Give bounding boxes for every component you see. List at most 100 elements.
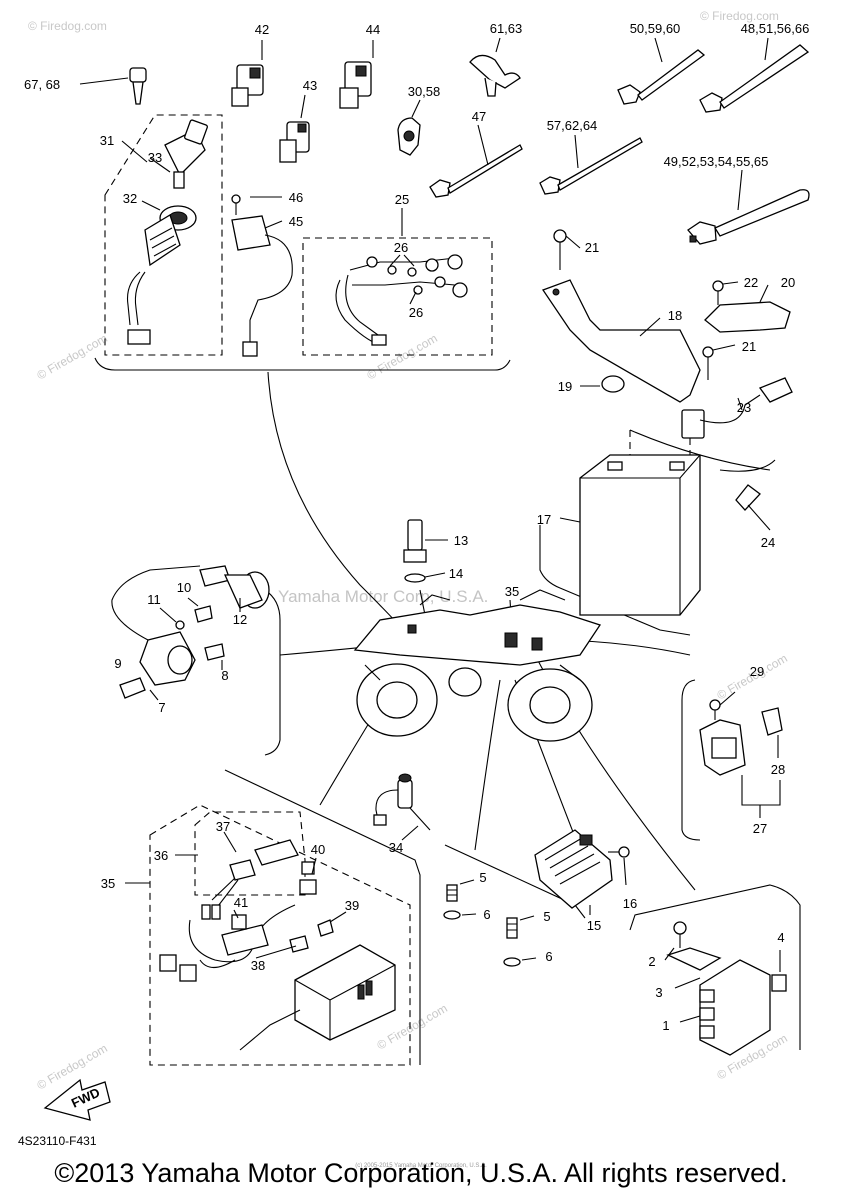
nut-19 <box>580 375 625 393</box>
callout-13: 13 <box>454 533 468 548</box>
wire-harness-25 <box>335 208 468 346</box>
callout-25: 25 <box>395 192 409 207</box>
callout-19: 19 <box>558 379 572 394</box>
callout-67-68: 67, 68 <box>24 77 60 92</box>
battery-17 <box>559 429 771 616</box>
callout-8: 8 <box>221 668 228 683</box>
callout-16: 16 <box>623 896 637 911</box>
callout-6a: 6 <box>483 907 490 922</box>
callout-4: 4 <box>777 930 784 945</box>
key-67-68 <box>79 67 147 105</box>
callout-35b: 35 <box>101 876 115 891</box>
callout-43: 43 <box>303 78 317 93</box>
cable-tie-50-59-60 <box>617 37 706 105</box>
callout-15: 15 <box>587 918 601 933</box>
callout-12: 12 <box>233 612 247 627</box>
tiny-copyright: (c) 2005-2015 Yamaha Motor Corporation, … <box>355 1163 487 1169</box>
callout-44: 44 <box>366 22 380 37</box>
callout-26a: 26 <box>394 240 408 255</box>
callout-40: 40 <box>311 842 325 857</box>
callout-5b: 5 <box>543 909 550 924</box>
callout-5a: 5 <box>479 870 486 885</box>
callout-10: 10 <box>177 580 191 595</box>
atv-illustration <box>353 589 602 742</box>
callout-31: 31 <box>100 133 114 148</box>
callout-18: 18 <box>668 308 682 323</box>
main-harness-group-box <box>149 804 411 1066</box>
callout-41: 41 <box>234 895 248 910</box>
callout-28: 28 <box>771 762 785 777</box>
part-45-46 <box>231 194 293 357</box>
callout-34: 34 <box>389 840 403 855</box>
cable-tie-49-52-53 <box>687 169 810 245</box>
callout-37: 37 <box>216 819 230 834</box>
callout-29: 29 <box>750 664 764 679</box>
cable-tie-48-51-56-66 <box>699 37 810 113</box>
callout-46: 46 <box>289 190 303 205</box>
callout-20: 20 <box>781 275 795 290</box>
callout-7: 7 <box>158 700 165 715</box>
harness-bracket <box>224 769 421 1065</box>
leader-line <box>474 679 501 851</box>
connector-44 <box>339 40 374 109</box>
main-harness-35 <box>125 831 396 1051</box>
ignition-group-box <box>104 114 223 356</box>
cdi-unit-1 <box>664 921 787 1056</box>
callout-35a: 35 <box>505 584 519 599</box>
cable-tie-57-62-64 <box>539 134 643 195</box>
sensor-13 <box>403 519 448 583</box>
bolt-washer-5-6a <box>443 879 477 920</box>
battery-cable-23 <box>681 377 793 439</box>
callout-47: 47 <box>472 109 486 124</box>
battery-cable-24 <box>719 459 776 531</box>
callout-33: 33 <box>148 150 162 165</box>
ignition-switch <box>121 119 208 345</box>
callout-32: 32 <box>123 191 137 206</box>
cdi-bracket <box>629 884 801 1050</box>
wire-harness-group-box <box>302 237 493 356</box>
callout-6b: 6 <box>545 949 552 964</box>
callout-labels: 42 44 61,63 50,59,60 48,51,56,66 67, 68 … <box>24 21 809 1033</box>
battery-bracket-18 <box>541 229 701 403</box>
top-bracket <box>94 357 511 371</box>
battery-bracket <box>539 525 691 636</box>
callout-9: 9 <box>114 656 121 671</box>
callout-57-62-64: 57,62,64 <box>547 118 598 133</box>
callout-11: 11 <box>147 592 161 607</box>
callout-36: 36 <box>154 848 168 863</box>
callout-21b: 21 <box>742 339 756 354</box>
callout-26b: 26 <box>409 305 423 320</box>
clamp-61-63 <box>469 37 521 97</box>
bolt-21b <box>702 344 736 380</box>
callout-50-59-60: 50,59,60 <box>630 21 681 36</box>
holder-20-22 <box>704 280 791 333</box>
callout-49-52-53-54-55-65: 49,52,53,54,55,65 <box>664 154 769 169</box>
callout-23: 23 <box>737 400 751 415</box>
callout-21a: 21 <box>585 240 599 255</box>
watermark-firedog: © Firedog.com <box>700 9 779 23</box>
callout-17: 17 <box>537 512 551 527</box>
callout-1: 1 <box>662 1018 669 1033</box>
callout-61-63: 61,63 <box>490 21 523 36</box>
watermark-yamaha: Yamaha Motor Corp, U.S.A. <box>278 587 488 606</box>
bolt-washer-5-6b <box>503 915 537 967</box>
fuse-bracket <box>681 679 701 841</box>
switch-34 <box>373 773 431 841</box>
watermark-firedog: © Firedog.com <box>28 19 107 33</box>
callout-24: 24 <box>761 535 775 550</box>
connector-43 <box>279 94 310 163</box>
callout-42: 42 <box>255 22 269 37</box>
holder-30-58 <box>397 99 421 156</box>
copyright-footer: ©2013 Yamaha Motor Corporation, U.S.A. A… <box>54 1158 788 1188</box>
watermark-firedog: © Firedog.com <box>35 331 110 383</box>
callout-27: 27 <box>753 821 767 836</box>
subgroup-36-box <box>194 811 306 896</box>
callout-48-51-56-66: 48,51,56,66 <box>741 21 810 36</box>
callout-22: 22 <box>744 275 758 290</box>
diagram-code: 4S23110-F431 <box>18 1134 97 1148</box>
regulator-15 <box>534 829 630 915</box>
callout-14: 14 <box>449 566 463 581</box>
callout-2: 2 <box>648 954 655 969</box>
starter-relay-7 <box>111 565 270 701</box>
